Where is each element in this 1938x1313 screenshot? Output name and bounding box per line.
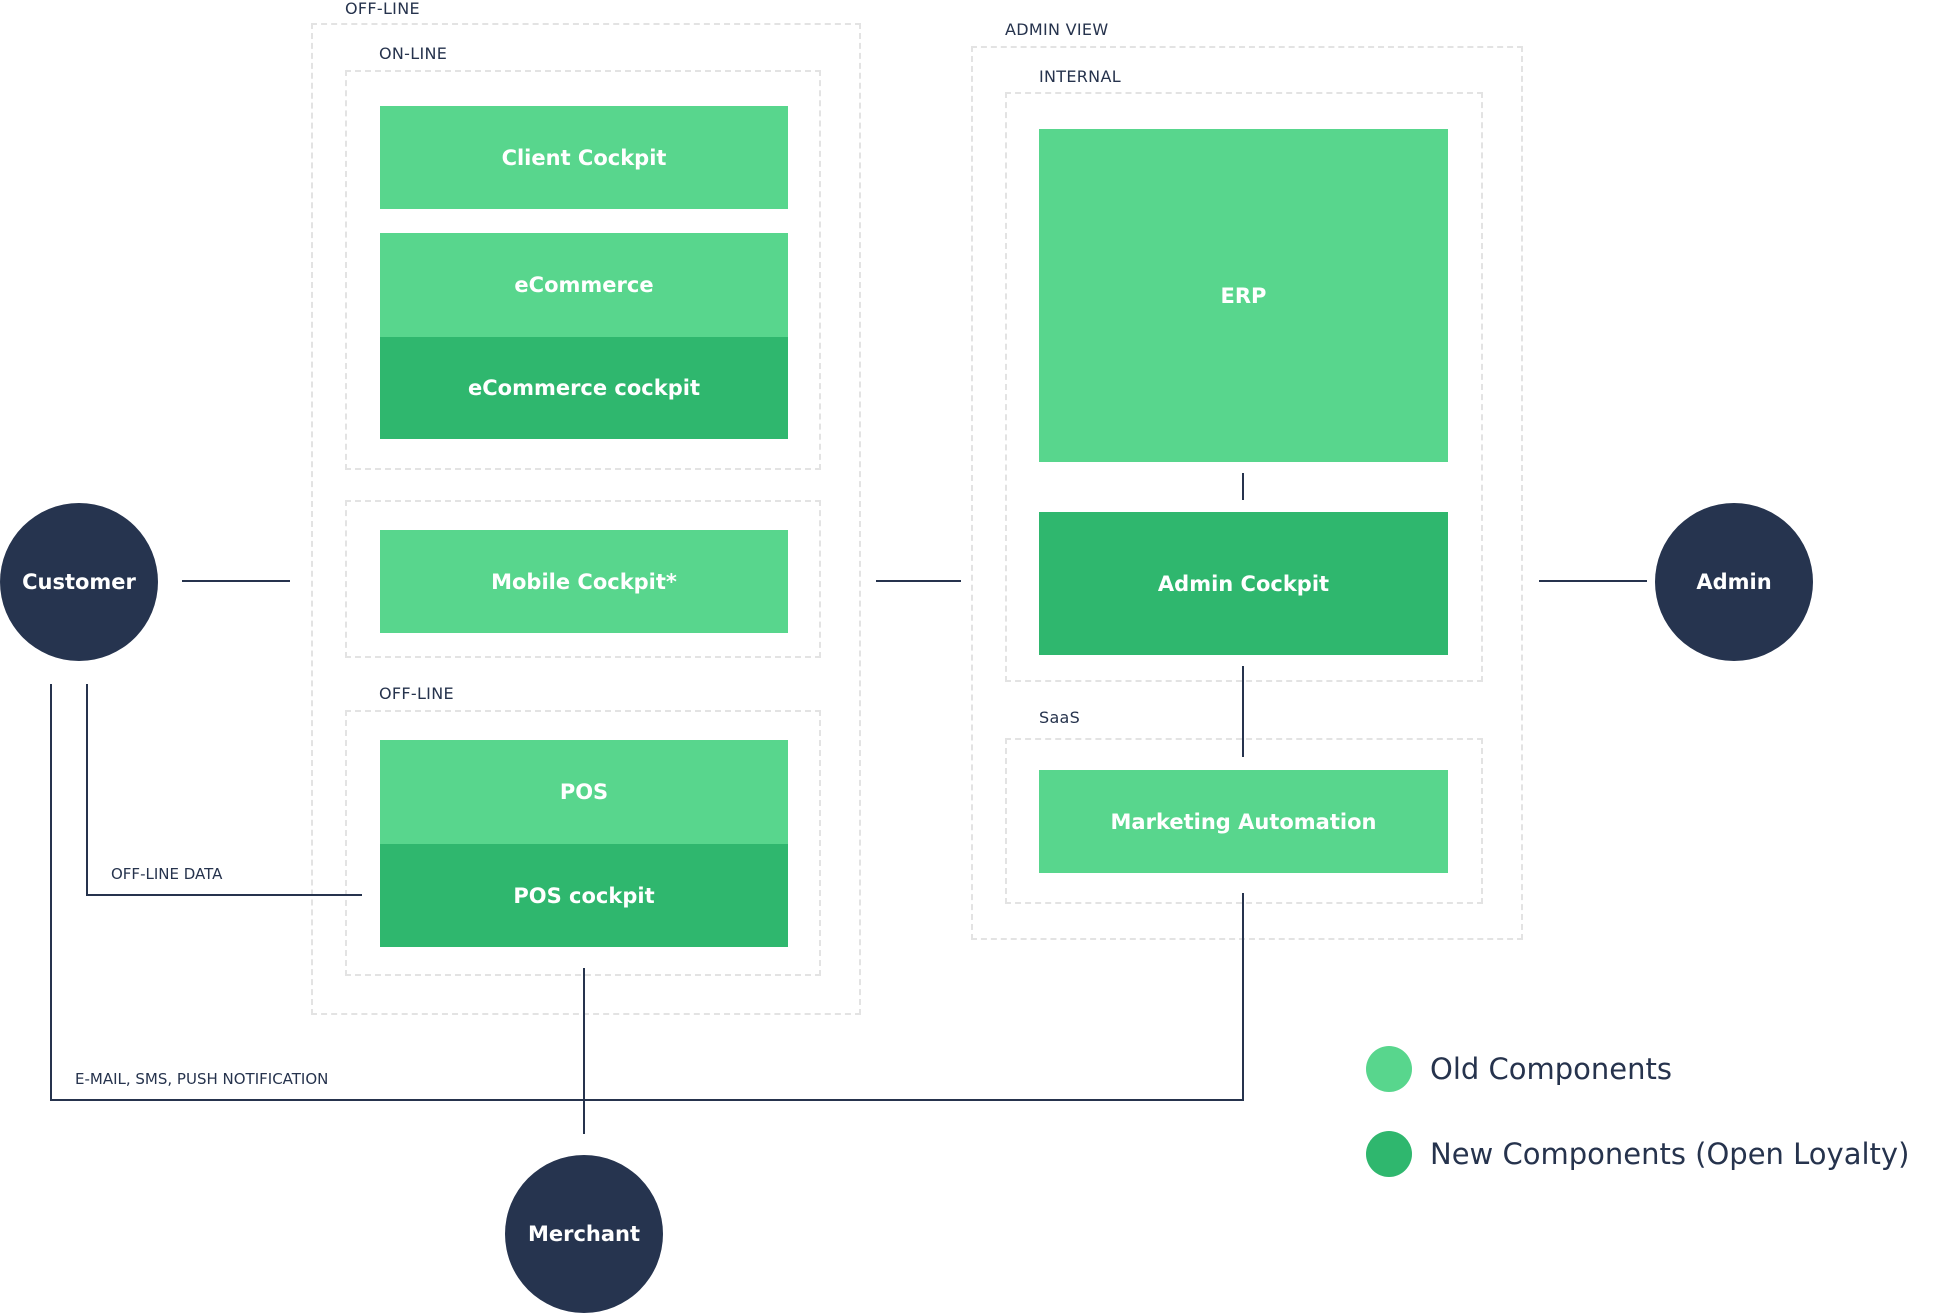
- legend-old: Old Components: [1366, 1046, 1672, 1092]
- offline-outer-group-label: OFF-LINE: [345, 0, 420, 18]
- admin-node[interactable]: Admin: [1655, 503, 1813, 661]
- merchant-node[interactable]: Merchant: [505, 1155, 663, 1313]
- notification-line-vertical-right: [1242, 893, 1244, 1101]
- admin-cockpit-to-marketing-line: [1242, 666, 1244, 757]
- legend-old-label: Old Components: [1430, 1052, 1672, 1086]
- marketing-automation-box[interactable]: Marketing Automation: [1039, 770, 1448, 873]
- offline-inner-group-label: OFF-LINE: [379, 684, 454, 703]
- legend-old-dot: [1366, 1046, 1412, 1092]
- notification-line-horizontal: [50, 1099, 1244, 1101]
- offline-data-line-horizontal: [86, 894, 362, 896]
- mobile-group: [345, 500, 821, 658]
- saas-group: [1005, 738, 1483, 904]
- offline-data-line-vertical: [86, 684, 88, 896]
- legend-new: New Components (Open Loyalty): [1366, 1131, 1909, 1177]
- admin-view-to-admin-line: [1539, 580, 1647, 582]
- online-group: [345, 70, 821, 470]
- frontend-to-admin-line: [876, 580, 961, 582]
- erp-to-admin-cockpit-line: [1242, 473, 1244, 500]
- offline-data-label: OFF-LINE DATA: [111, 865, 223, 883]
- online-group-label: ON-LINE: [379, 44, 448, 63]
- admin-cockpit-box[interactable]: Admin Cockpit: [1039, 512, 1448, 655]
- admin-view-group-label: ADMIN VIEW: [1005, 20, 1109, 39]
- internal-group: [1005, 92, 1483, 682]
- ecommerce-cockpit-box[interactable]: eCommerce cockpit: [380, 337, 788, 439]
- admin-view-group: [971, 46, 1523, 940]
- internal-group-label: INTERNAL: [1039, 67, 1121, 86]
- pos-cockpit-box[interactable]: POS cockpit: [380, 844, 788, 947]
- notifications-label: E-MAIL, SMS, PUSH NOTIFICATION: [75, 1070, 329, 1088]
- pos-to-merchant-line: [583, 968, 585, 1134]
- ecommerce-box[interactable]: eCommerce: [380, 233, 788, 337]
- pos-box[interactable]: POS: [380, 740, 788, 844]
- legend-new-dot: [1366, 1131, 1412, 1177]
- mobile-cockpit-box[interactable]: Mobile Cockpit*: [380, 530, 788, 633]
- erp-box[interactable]: ERP: [1039, 129, 1448, 462]
- legend-new-label: New Components (Open Loyalty): [1430, 1137, 1910, 1171]
- customer-node[interactable]: Customer: [0, 503, 158, 661]
- offline-outer-group: [311, 23, 861, 1015]
- saas-group-label: SaaS: [1039, 708, 1081, 727]
- customer-to-frontend-line: [182, 580, 290, 582]
- notification-line-vertical-left: [50, 684, 52, 1101]
- client-cockpit-box[interactable]: Client Cockpit: [380, 106, 788, 209]
